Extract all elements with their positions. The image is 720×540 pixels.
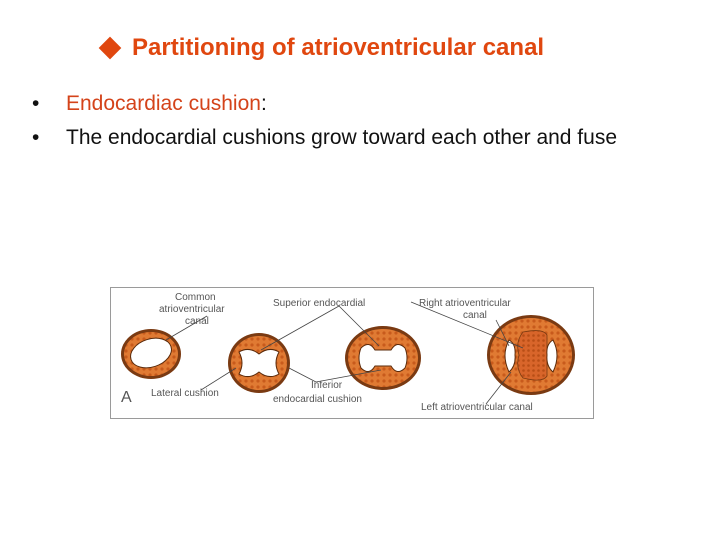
diamond-bullet-icon bbox=[98, 36, 122, 60]
stage-cushions-appearing bbox=[228, 333, 290, 393]
label-inferior-2: endocardial cushion bbox=[273, 394, 362, 405]
bullet-item: • The endocardial cushions grow toward e… bbox=[32, 126, 617, 160]
label-common-2: atrioventricular bbox=[159, 304, 225, 315]
bullet-text: The endocardial cushions grow toward eac… bbox=[66, 126, 618, 149]
bullet-highlight: Endocardiac cushion bbox=[66, 92, 261, 115]
label-common-1: Common bbox=[175, 292, 216, 303]
leader-lines bbox=[165, 301, 524, 405]
label-inferior-1: Inferior bbox=[311, 380, 343, 391]
bullet-dot-icon: • bbox=[32, 92, 40, 115]
slide-title-text: Partitioning of atrioventricular canal bbox=[132, 34, 545, 61]
stage-common-canal bbox=[121, 329, 181, 379]
bullet-item: • Endocardiac cushion: bbox=[32, 92, 617, 126]
slide-title: Partitioning of atrioventricular canal bbox=[96, 34, 544, 62]
label-right-1: Right atrioventricular bbox=[419, 298, 511, 309]
bullet-dot-icon: • bbox=[32, 126, 40, 149]
label-left: Left atrioventricular canal bbox=[421, 402, 533, 413]
label-superior: Superior endocardial bbox=[273, 298, 365, 309]
label-common-3: canal bbox=[185, 316, 209, 327]
av-canal-figure: Common atrioventricular canal Superior e… bbox=[110, 287, 594, 419]
panel-label: A bbox=[121, 389, 132, 406]
bullet-list: • Endocardiac cushion: • The endocardial… bbox=[32, 92, 617, 160]
bullet-text: : bbox=[260, 92, 267, 115]
stage-cushions-approaching bbox=[345, 326, 421, 390]
stage-cushions-fused bbox=[487, 315, 575, 395]
label-lateral: Lateral cushion bbox=[151, 388, 219, 399]
av-canal-diagram: Common atrioventricular canal Superior e… bbox=[121, 292, 575, 413]
label-right-2: canal bbox=[463, 310, 487, 321]
